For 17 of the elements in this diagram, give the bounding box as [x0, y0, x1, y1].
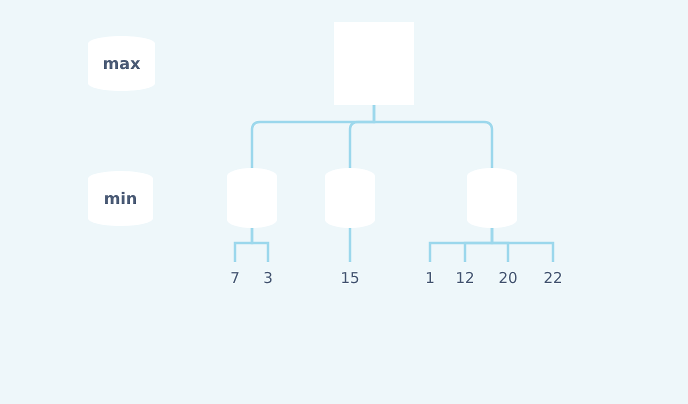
leaf-value: 20: [491, 262, 525, 288]
level-label: min: [104, 189, 138, 208]
tree-connector: [490, 228, 554, 262]
blank-box: [227, 168, 277, 228]
leaf-value: 22: [536, 262, 570, 288]
leaf-value: 15: [333, 262, 367, 288]
leaf-value: 1: [417, 262, 443, 288]
tree-connector: [250, 228, 270, 262]
tree-connector: [348, 228, 352, 262]
level-label: max: [102, 54, 140, 73]
blank-box: [325, 168, 375, 228]
tree-connector: [372, 105, 494, 168]
leaf-value: 3: [255, 262, 281, 288]
leaf-value: 12: [448, 262, 482, 288]
blank-box: [334, 22, 414, 105]
blank-box: [467, 168, 517, 228]
leaf-value: 7: [222, 262, 248, 288]
